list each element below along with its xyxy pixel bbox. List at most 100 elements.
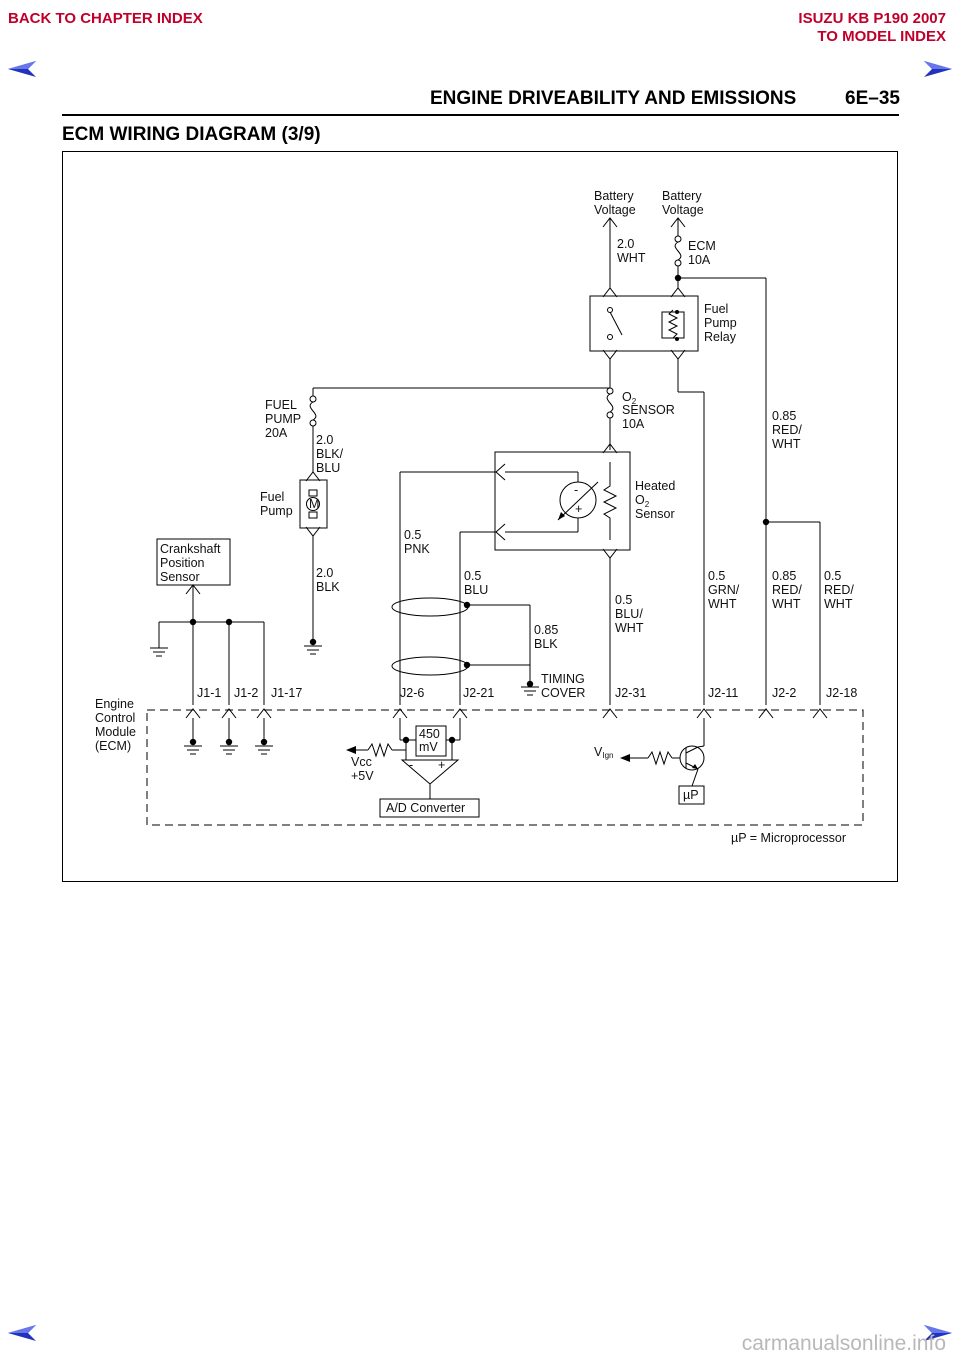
- svg-text:BLK: BLK: [316, 580, 340, 594]
- svg-text:WHT: WHT: [824, 597, 853, 611]
- svg-text:Fuel: Fuel: [704, 302, 728, 316]
- wire-label-0-85-blk: 0.85 BLK: [534, 623, 558, 651]
- heated-o2-sensor-label: Heated O2 Sensor: [635, 479, 675, 521]
- svg-text:VIgn: VIgn: [594, 745, 613, 760]
- wire-label-0-5-pnk: 0.5 PNK: [404, 528, 430, 556]
- svg-text:0.85: 0.85: [534, 623, 558, 637]
- previous-page-arrow-icon-bottom[interactable]: [6, 1324, 40, 1342]
- wire-label-0-5-red-wht: 0.5 RED/ WHT: [824, 569, 854, 611]
- svg-text:WHT: WHT: [708, 597, 737, 611]
- svg-text:2.0: 2.0: [617, 237, 634, 251]
- svg-text:Sensor: Sensor: [160, 570, 200, 584]
- svg-text:COVER: COVER: [541, 686, 585, 700]
- back-to-chapter-index-link[interactable]: BACK TO CHAPTER INDEX: [8, 10, 203, 27]
- ecm-wiring-diagram: Battery Voltage Battery Voltage 2.0 WHT …: [95, 189, 864, 845]
- svg-text:TIMING: TIMING: [541, 672, 585, 686]
- wire-label-2-0-blk-blu: 2.0 BLK/ BLU: [316, 433, 344, 475]
- heated-o2-sensor-box: [494, 451, 631, 551]
- ignition-voltage-label: VIgn: [594, 745, 613, 760]
- microprocessor-label: µP: [683, 788, 699, 802]
- svg-text:WHT: WHT: [772, 597, 801, 611]
- pin-j1-2: J1-2: [234, 686, 258, 700]
- svg-text:20A: 20A: [265, 426, 288, 440]
- crankshaft-position-sensor-label: Crankshaft Position Sensor: [160, 542, 221, 584]
- svg-text:SENSOR: SENSOR: [622, 403, 675, 417]
- svg-text:PUMP: PUMP: [265, 412, 301, 426]
- svg-text:RED/: RED/: [824, 583, 854, 597]
- pin-j2-11: J2-11: [708, 686, 738, 700]
- fuel-pump-relay-box: [589, 295, 699, 352]
- wire-label-2-0-wht: 2.0 WHT: [617, 237, 646, 265]
- fuel-pump-fuse-label: FUEL PUMP 20A: [265, 398, 301, 440]
- svg-text:0.5: 0.5: [708, 569, 725, 583]
- svg-text:10A: 10A: [622, 417, 645, 431]
- watermark: carmanualsonline.info: [741, 1332, 946, 1355]
- reference-voltage-box: [415, 725, 447, 757]
- model-title: ISUZU KB P190 2007: [798, 10, 946, 27]
- page-header: ENGINE DRIVEABILITY AND EMISSIONS 6E–35: [430, 88, 900, 114]
- ad-converter-box: [379, 798, 480, 818]
- svg-text:Pump: Pump: [260, 504, 293, 518]
- svg-text:GRN/: GRN/: [708, 583, 740, 597]
- svg-text:WHT: WHT: [772, 437, 801, 451]
- svg-text:O2: O2: [622, 390, 637, 406]
- svg-text:Sensor: Sensor: [635, 507, 675, 521]
- header-rule: [62, 114, 899, 116]
- svg-text:+: +: [575, 502, 582, 516]
- svg-text:(ECM): (ECM): [95, 739, 131, 753]
- svg-text:BLU: BLU: [464, 583, 488, 597]
- previous-page-arrow-icon[interactable]: [6, 60, 40, 78]
- battery-voltage-right: Battery Voltage: [662, 189, 704, 217]
- ecm-boundary: [146, 709, 864, 826]
- ecm-fuse-icon: [674, 241, 682, 261]
- page-number: 6E–35: [845, 88, 900, 109]
- fuel-pump-motor-icon: [306, 497, 320, 511]
- pin-j2-2: J2-2: [772, 686, 796, 700]
- svg-text:BLU: BLU: [316, 461, 340, 475]
- vcc-label: Vcc +5V: [351, 755, 374, 783]
- wire-label-0-85-red-wht-top: 0.85 RED/ WHT: [772, 409, 802, 451]
- svg-text:BLU/: BLU/: [615, 607, 643, 621]
- svg-text:Vcc: Vcc: [351, 755, 372, 769]
- next-page-arrow-icon[interactable]: [920, 60, 954, 78]
- shield-ellipse-upper: [391, 597, 469, 617]
- svg-text:BLK/: BLK/: [316, 447, 344, 461]
- svg-text:Control: Control: [95, 711, 135, 725]
- legend-microprocessor: µP = Microprocessor: [731, 831, 846, 845]
- reference-voltage-450: 450: [419, 727, 440, 741]
- svg-text:0.5: 0.5: [824, 569, 841, 583]
- fuel-pump-fuse-icon: [309, 401, 317, 421]
- motor-symbol: M: [309, 497, 319, 511]
- svg-text:Pump: Pump: [704, 316, 737, 330]
- battery-voltage-left: Battery Voltage: [594, 189, 636, 217]
- svg-text:2.0: 2.0: [316, 433, 333, 447]
- svg-text:-: -: [574, 483, 578, 497]
- wire-label-0-5-blu: 0.5 BLU: [464, 569, 488, 597]
- svg-text:PNK: PNK: [404, 542, 430, 556]
- ad-converter-label: A/D Converter: [386, 801, 465, 815]
- svg-text:0.85: 0.85: [772, 569, 796, 583]
- fuel-pump-relay-label: Fuel Pump Relay: [704, 302, 737, 344]
- next-page-arrow-icon-bottom[interactable]: [920, 1324, 954, 1342]
- diagram-title: ECM WIRING DIAGRAM (3/9): [62, 124, 321, 145]
- svg-text:Module: Module: [95, 725, 136, 739]
- svg-text:0.5: 0.5: [404, 528, 421, 542]
- wire-label-2-0-blk: 2.0 BLK: [316, 566, 340, 594]
- pin-j2-31: J2-31: [615, 686, 646, 700]
- svg-text:WHT: WHT: [617, 251, 646, 265]
- svg-text:FUEL: FUEL: [265, 398, 297, 412]
- fuel-pump-box: [299, 479, 328, 529]
- svg-text:Engine: Engine: [95, 697, 134, 711]
- reference-voltage-mv: mV: [419, 740, 438, 754]
- diagram-frame: [62, 151, 898, 882]
- wire-label-0-5-blu-wht: 0.5 BLU/ WHT: [615, 593, 644, 635]
- svg-text:WHT: WHT: [615, 621, 644, 635]
- pin-j2-18: J2-18: [826, 686, 857, 700]
- section-title: ENGINE DRIVEABILITY AND EMISSIONS: [430, 88, 797, 109]
- svg-text:ECM: ECM: [688, 239, 716, 253]
- o2-heater-icon: [602, 462, 618, 540]
- svg-text:0.5: 0.5: [464, 569, 481, 583]
- to-model-index-link[interactable]: ISUZU KB P190 2007 TO MODEL INDEX: [798, 10, 946, 46]
- svg-text:RED/: RED/: [772, 423, 802, 437]
- o2-sensor-fuse-label: O2 SENSOR 10A: [622, 390, 675, 431]
